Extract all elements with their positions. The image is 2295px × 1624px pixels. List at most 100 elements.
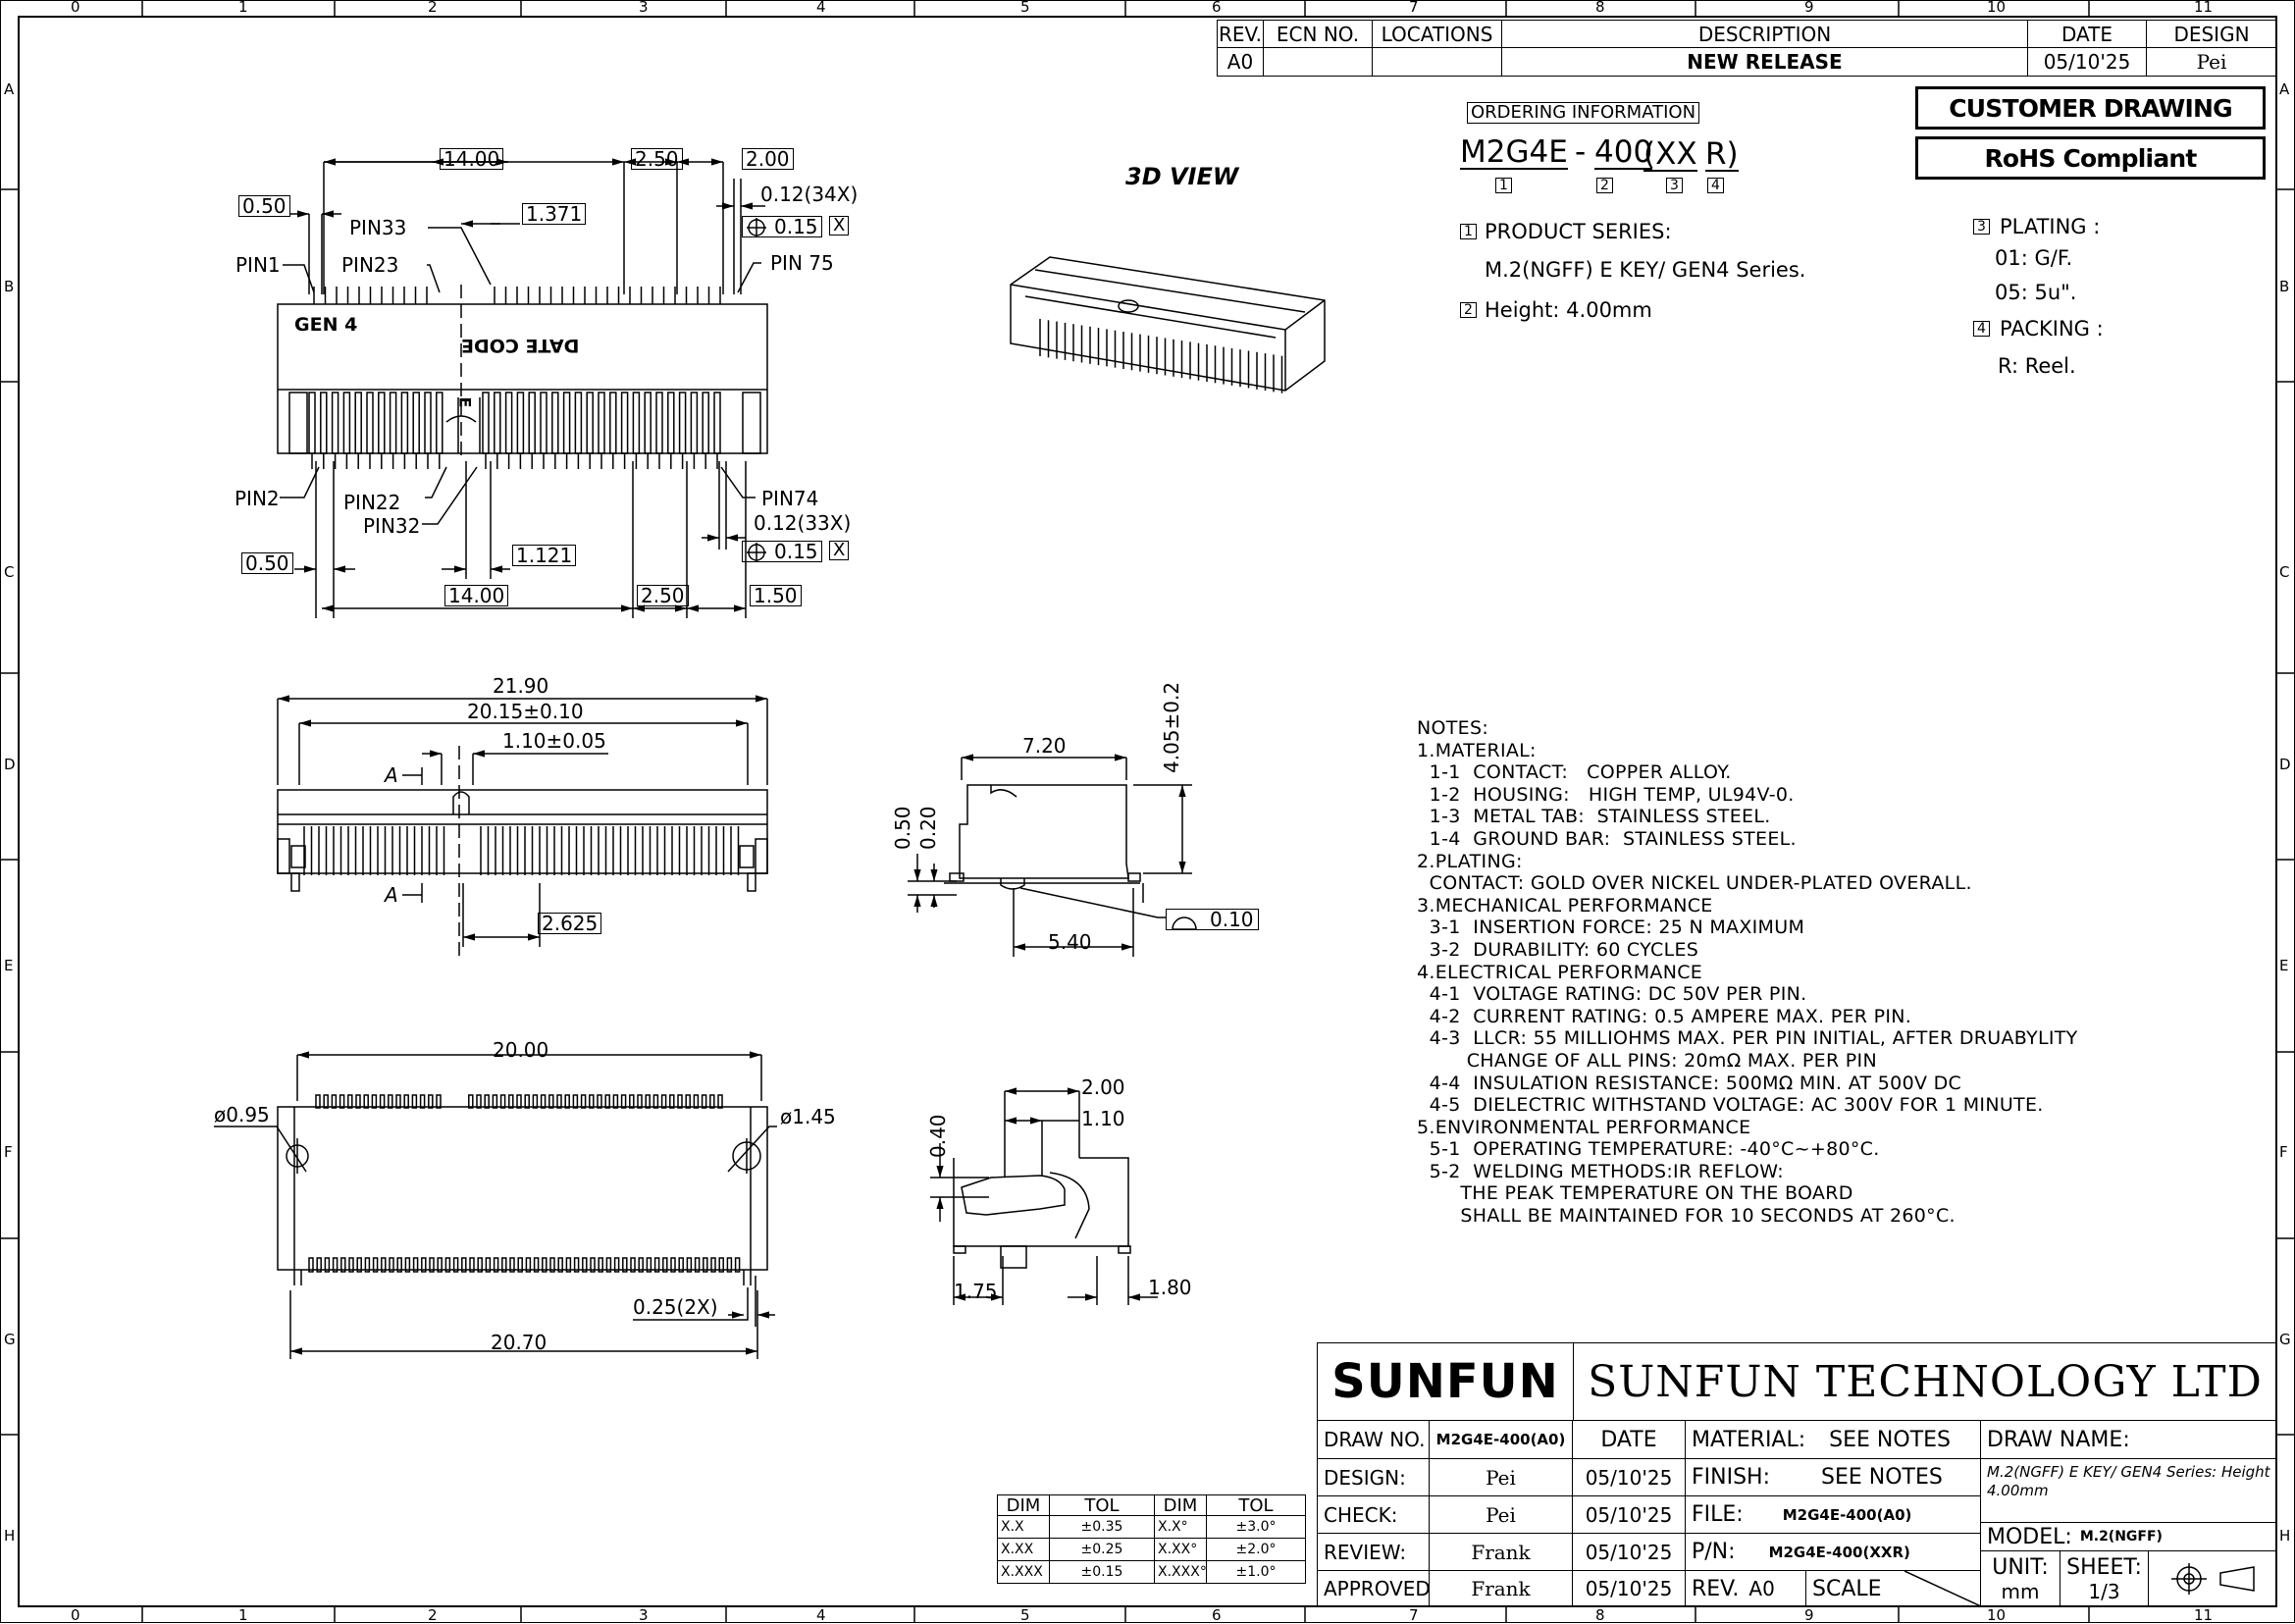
bottom-pin-top (524, 1094, 530, 1109)
bottom-pin-bottom (509, 1257, 515, 1273)
pin23-label: PIN23 (341, 253, 399, 277)
bottom-pin-bottom (485, 1257, 492, 1273)
top-view-top-pins (313, 287, 721, 304)
col-marker: 0 (71, 1606, 80, 1624)
marker-4: 4 (1973, 321, 1990, 337)
tol-cell: X.X° (1154, 1515, 1207, 1539)
note-line: 5-1 OPERATING TEMPERATURE: -40°C~+80°C. (1417, 1138, 1880, 1161)
contact-pin (494, 392, 501, 454)
bottom-pin-bottom (469, 1257, 475, 1273)
note-line: 4-4 INSULATION RESISTANCE: 500MΩ MIN. AT… (1417, 1072, 1962, 1094)
contact-pin (331, 392, 339, 454)
rev-header-ecn: ECN NO. (1263, 20, 1373, 48)
file-label: FILE: M2G4E-400(A0) (1685, 1495, 1981, 1534)
note-line: THE PEAK TEMPERATURE ON THE BOARD (1417, 1182, 1853, 1205)
dim-fcf-bottom-datum: X (829, 541, 850, 560)
dim-0-40: 0.40 (926, 1114, 950, 1158)
bottom-pin-top (395, 1094, 401, 1109)
bottom-pin-top (701, 1094, 707, 1109)
col-marker: 7 (1409, 0, 1419, 16)
dim-14-bottom: 14.00 (444, 585, 509, 606)
dim-0-50-top: 0.50 (238, 195, 290, 217)
packing-label: PACKING : (2000, 317, 2104, 341)
approved-date: 05/10'25 (1572, 1570, 1686, 1607)
note-line: 1-4 GROUND BAR: STAINLESS STEEL. (1417, 827, 1797, 850)
height-label: Height: 4.00mm (1485, 298, 1652, 322)
section-view (953, 1157, 1131, 1269)
position-symbol-bottom (747, 543, 766, 562)
unit-cell: UNIT: mm (1980, 1550, 2060, 1607)
col-marker: 11 (2194, 0, 2214, 16)
marker-1: 1 (1495, 178, 1512, 193)
finish-value: SEE NOTES (1821, 1465, 1943, 1490)
top-view-dimensions (289, 158, 765, 618)
dim-0-25-2x: 0.25(2X) (633, 1295, 718, 1319)
dim-flatness-0-10: 0.10 (1166, 909, 1259, 930)
dim-4-05: 4.05±0.2 (1160, 681, 1183, 773)
bottom-pin-top (476, 1094, 482, 1109)
contact-pin (366, 392, 374, 454)
draw-name-value: M.2(NGFF) E KEY/ GEN4 Series: Height 4.0… (1980, 1458, 2277, 1523)
contact-pin (378, 392, 386, 454)
marker-2: 2 (1596, 178, 1613, 193)
check-by: Pei (1429, 1495, 1573, 1534)
note-line: 3-1 INSERTION FORCE: 25 N MAXIMUM (1417, 917, 1805, 939)
row-marker: C (4, 563, 15, 581)
bottom-pin-bottom (622, 1257, 628, 1273)
contact-pin (389, 392, 397, 454)
row-marker: B (2279, 278, 2290, 295)
col-marker: 3 (639, 1606, 649, 1624)
bottom-pin-bottom (590, 1257, 596, 1273)
top-view-bottom-pins (308, 392, 721, 469)
front-view (277, 746, 768, 962)
col-marker: 4 (816, 1606, 826, 1624)
dim-2-50-bottom: 2.50 (637, 585, 689, 606)
bottom-view-dimensions (214, 1051, 777, 1359)
bottom-pin-bottom (444, 1257, 451, 1273)
front-view-dimensions (277, 695, 768, 947)
col-marker: 9 (1804, 0, 1814, 16)
tol-cell: ±0.25 (1049, 1538, 1155, 1561)
contact-pin (342, 392, 351, 454)
bottom-pin-top (597, 1094, 602, 1109)
draw-no-value: M2G4E-400(A0) (1429, 1420, 1573, 1459)
bottom-pin-top (532, 1094, 539, 1109)
bottom-pin-bottom (613, 1257, 620, 1273)
tol-cell: ±2.0° (1206, 1538, 1306, 1561)
ordering-title: ORDERING INFORMATION (1467, 102, 1700, 124)
design-date: 05/10'25 (1572, 1458, 1686, 1496)
contact-pin (320, 392, 328, 454)
bottom-pin-bottom (638, 1257, 644, 1273)
bottom-pin-top (484, 1094, 490, 1109)
col-marker: 0 (71, 0, 80, 16)
tol-cell: X.XX (997, 1538, 1050, 1561)
section-view-dimensions (930, 1087, 1158, 1305)
dim-fcf-top-datum: X (829, 216, 850, 236)
col-marker: 10 (1987, 1606, 2007, 1624)
pn-value: M2G4E-400(XXR) (1768, 1543, 1910, 1561)
row-marker: C (2279, 563, 2290, 581)
bottom-pin-bottom (364, 1257, 371, 1273)
dim-14-top: 14.00 (440, 148, 504, 170)
row-marker: G (4, 1331, 16, 1348)
dim-tolerance-34x: 0.12(34X) (760, 183, 859, 206)
note-line: 3-2 DURABILITY: 60 CYCLES (1417, 938, 1699, 961)
dim-20-15: 20.15±0.10 (467, 700, 584, 723)
plating-label: PLATING : (2000, 215, 2101, 238)
note-line: CHANGE OF ALL PINS: 20mΩ MAX. PER PIN (1417, 1049, 1877, 1072)
part-segment-plating: (XX (1643, 136, 1697, 172)
bottom-pin-top (323, 1094, 329, 1109)
review-by: Frank (1429, 1533, 1573, 1571)
finish-label-text: FINISH: (1692, 1465, 1771, 1490)
contact-pin (516, 392, 525, 454)
material-value: SEE NOTES (1829, 1427, 1951, 1452)
bottom-pin-top (347, 1094, 353, 1109)
sheet-value: 1/3 (2088, 1579, 2120, 1603)
contact-pin (678, 392, 687, 454)
tol-cell: X.XXX° (1154, 1560, 1207, 1584)
rev-label: REV. (1692, 1576, 1740, 1601)
bottom-pin-top (468, 1094, 474, 1109)
contact-pin (412, 392, 420, 454)
note-line: 5-2 WELDING METHODS:IR REFLOW: (1417, 1160, 1784, 1182)
material-label-text: MATERIAL: (1692, 1427, 1806, 1452)
